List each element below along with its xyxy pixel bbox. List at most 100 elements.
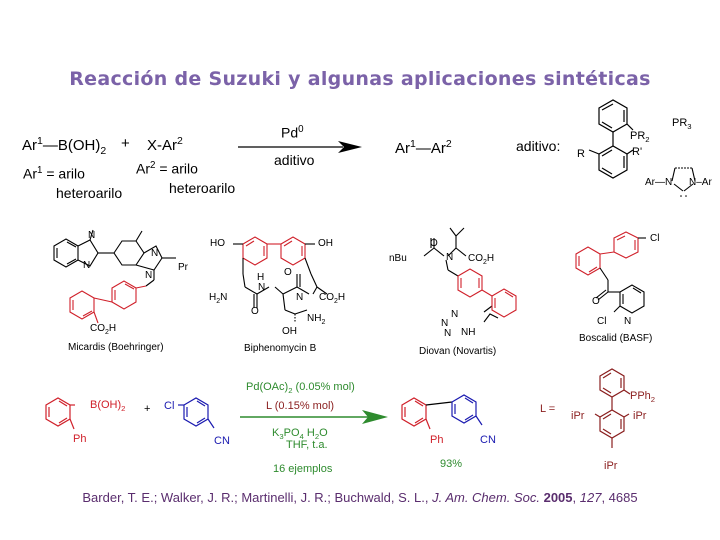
ligand-loading: L (0.15% mol) <box>266 400 335 412</box>
boh-text: B(OH) <box>90 399 122 411</box>
sup: 2 <box>177 135 183 147</box>
ipr-left-label: iPr <box>571 410 585 422</box>
biphenomycin-oh-label: OH <box>318 238 333 249</box>
xar-text: X-Ar <box>147 137 177 154</box>
sub: 2 <box>483 259 487 266</box>
co-text: CO <box>90 323 105 334</box>
biphenomycin-nh2-label: NH2 <box>307 313 325 326</box>
sub: 2 <box>216 298 221 305</box>
sub: 2 <box>645 135 650 145</box>
biphenomycin-o-label: O <box>251 306 259 317</box>
sub: 2 <box>100 145 107 157</box>
r-label: R <box>577 148 585 160</box>
biphenomycin-h2n-label: H2N <box>209 292 227 305</box>
diovan-co2h-label: CO2H <box>468 253 494 266</box>
diovan-n-label: N <box>446 252 454 263</box>
boscalid-name: Boscalid (BASF) <box>579 333 653 344</box>
pph-text: PPh <box>630 390 651 402</box>
product-cn-label: CN <box>480 434 496 446</box>
example-reaction-arrow <box>240 410 388 424</box>
biphenomycin-oh-label: OH <box>282 326 297 337</box>
reaction-arrow <box>238 141 362 153</box>
additive-heading: aditivo: <box>516 138 561 154</box>
citation-journal: J. Am. Chem. Soc. <box>432 490 540 505</box>
diovan-tetrazole-n-label: N <box>451 309 459 320</box>
nhc-ar-left: Ar—N <box>645 177 673 188</box>
k-text: K <box>272 427 280 439</box>
sup: 1 <box>37 135 43 147</box>
citation-year: 2005 <box>543 490 573 505</box>
ar-text: Ar <box>23 165 37 182</box>
po-text: PO <box>283 427 300 439</box>
boscalid-structure <box>575 231 646 314</box>
pph2-label: PPh2 <box>630 390 655 404</box>
arilo-text: = arilo <box>155 160 198 177</box>
biphenomycin-name: Biphenomycin B <box>244 343 317 354</box>
product-terphenyl <box>401 394 483 430</box>
sub: 2 <box>321 319 326 326</box>
boscalid-cl2-label: Cl <box>597 316 607 327</box>
sub: 2 <box>334 298 338 305</box>
sub: 2 <box>288 386 293 396</box>
sup: 2 <box>445 138 452 150</box>
micardis-co2h-label: CO2H <box>90 323 116 336</box>
product-ph-label: Ph <box>430 434 444 446</box>
biphenomycin-structure <box>233 236 328 322</box>
nhc-ar-right: N–Ar <box>689 177 712 188</box>
slide-title: Reacción de Suzuki y algunas aplicacione… <box>69 68 651 90</box>
plus-sign: + <box>144 403 151 415</box>
citation-pages: , 4685 <box>601 490 638 505</box>
diovan-tetrazole-n-label: N <box>444 328 452 339</box>
diovan-name: Diovan (Novartis) <box>419 346 497 357</box>
n-text: N <box>665 177 673 188</box>
micardis-n-label: N <box>88 230 96 241</box>
r-prime-label: R' <box>632 146 643 158</box>
co-text: CO <box>319 292 334 303</box>
sub: 3 <box>279 432 284 442</box>
n-text: N <box>220 292 228 303</box>
loading-text: (0.05% mol) <box>292 381 355 393</box>
ar-text: Ar <box>701 177 712 188</box>
pd-text: Pd <box>281 124 299 141</box>
solvent-conditions: THF, t.a. <box>286 439 328 451</box>
micardis-name: Micardis (Boehringer) <box>68 342 164 353</box>
ligand-label: L = <box>540 403 556 415</box>
micardis-n-label: N <box>145 270 153 281</box>
product-biaryl: Ar1—Ar2 <box>395 138 452 157</box>
boh-text: —B(OH) <box>42 137 101 154</box>
sup: 2 <box>150 160 156 171</box>
diovan-nbu-label: nBu <box>389 253 407 264</box>
pr-text: PR <box>672 117 688 129</box>
chloro-label: Cl <box>164 400 175 412</box>
co-text: CO <box>468 253 483 264</box>
arilo-text: = arilo <box>42 165 85 182</box>
sup: 0 <box>298 124 304 135</box>
citation-authors: Barder, T. E.; Walker, J. R.; Martinelli… <box>82 490 433 505</box>
ar-text: Ar <box>22 137 37 154</box>
micardis-structure <box>53 229 176 324</box>
ph-label: Ph <box>73 433 87 445</box>
citation-volume: 127 <box>579 490 602 505</box>
o-text: O <box>319 427 328 439</box>
ar1-definition: Ar1 = arilo <box>23 165 85 182</box>
ar-text: Ar <box>136 160 150 177</box>
boscalid-n-label: N <box>624 316 632 327</box>
pr2-label: PR2 <box>630 130 650 144</box>
diovan-tetrazole-n-label: N <box>441 318 449 329</box>
catalyst-label: Pd0 <box>281 124 304 141</box>
plus-sign: + <box>121 135 130 152</box>
citation: Barder, T. E.; Walker, J. R.; Martinelli… <box>82 490 638 505</box>
sup: 1 <box>410 138 416 150</box>
additive-label: aditivo <box>274 152 315 168</box>
sub: 2 <box>121 404 126 414</box>
h-text: H <box>486 253 495 264</box>
diovan-o-label: O <box>430 238 438 249</box>
ligand-structure <box>594 368 631 448</box>
examples-count: 16 ejemplos <box>273 463 333 475</box>
ar2-definition: Ar2 = arilo <box>136 160 198 177</box>
h-text: H <box>337 292 346 303</box>
boronic-acid-label: B(OH)2 <box>90 399 125 413</box>
sup: 1 <box>37 165 43 176</box>
nh-text: NH <box>307 313 322 324</box>
h-text: H <box>108 323 117 334</box>
